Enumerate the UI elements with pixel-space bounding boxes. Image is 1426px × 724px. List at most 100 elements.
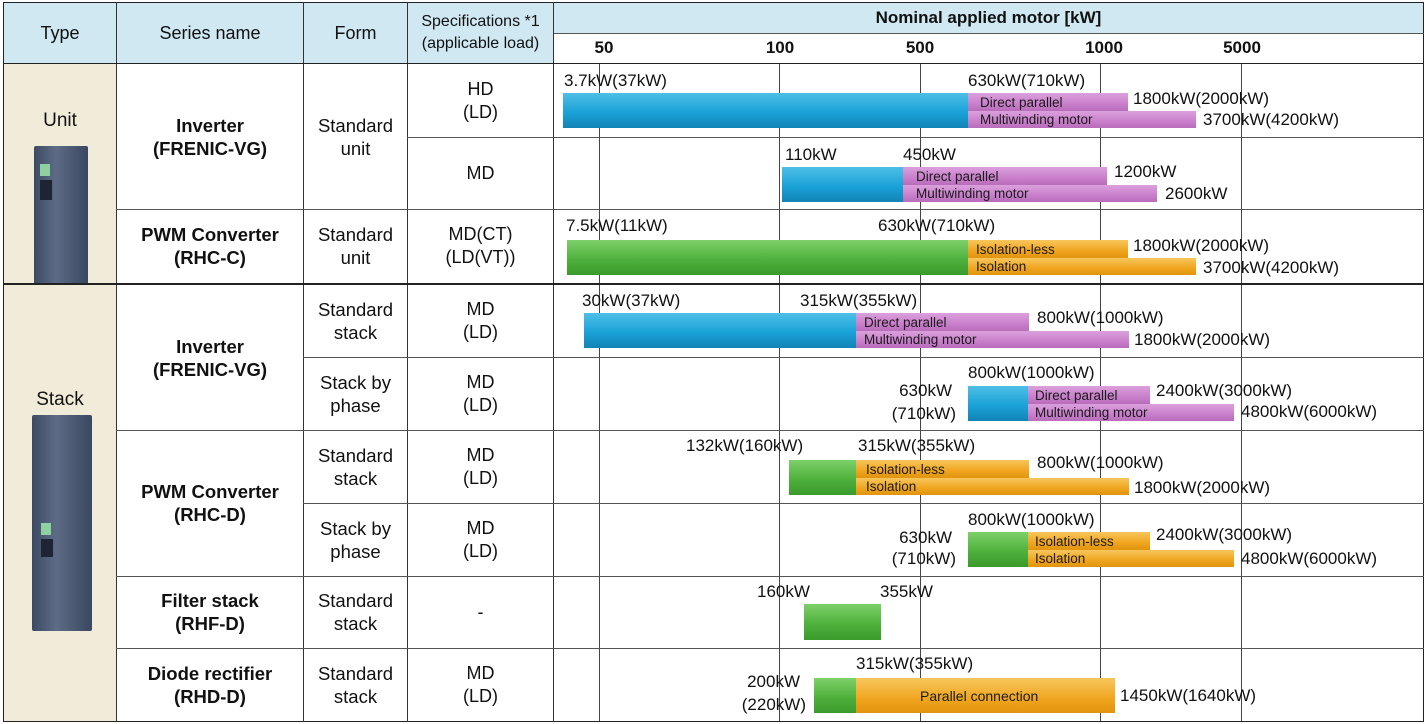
series-line: (RHC-C)	[174, 247, 246, 268]
bar-multiwinding	[968, 111, 1196, 128]
data-label: (710kW)	[891, 549, 956, 568]
axis-gridline	[920, 63, 921, 721]
stack-device-image	[32, 415, 92, 631]
bar-label: Direct parallel	[916, 169, 999, 184]
axis-title-cell: Nominal applied motor [kW]	[554, 3, 1423, 33]
bar-isolation	[968, 258, 1196, 275]
spec-md-ld: MD(LD)	[408, 430, 553, 503]
data-label: 315kW(355kW)	[858, 436, 976, 455]
bar-base-converter	[789, 460, 856, 495]
bar-label: Multiwinding motor	[864, 332, 977, 347]
spec-none: -	[408, 576, 553, 648]
bar-label: Isolation-less	[1035, 534, 1114, 549]
spec-line: (LD)	[463, 322, 498, 342]
form-line: stack	[333, 467, 378, 489]
series-line: PWM Converter	[141, 224, 279, 245]
bar-label: Direct parallel	[1035, 388, 1118, 403]
bar-label: Isolation	[1035, 551, 1086, 566]
series-line: Inverter	[176, 114, 244, 136]
bar-label: Isolation	[866, 479, 917, 494]
form-line: phase	[330, 540, 381, 562]
data-label: (220kW)	[741, 695, 806, 714]
bar-isolation-less	[856, 460, 1029, 478]
header-spec-line2: (applicable load)	[421, 35, 540, 52]
bar-base-inverter	[968, 386, 1028, 421]
form-line: Standard	[317, 224, 394, 245]
row-divider	[116, 648, 1424, 649]
header-type: Type	[4, 3, 116, 63]
series-inverter-vg-stack: Inverter(FRENIC-VG)	[117, 285, 303, 430]
spec-line: (LD)	[463, 101, 498, 122]
device-display	[40, 164, 50, 176]
spec-line: MD	[466, 517, 495, 538]
bar-base-inverter	[584, 313, 856, 348]
row-divider	[116, 430, 1424, 431]
type-stack-label: Stack	[36, 389, 84, 410]
data-label: (710kW)	[891, 404, 956, 423]
series-line: (FRENIC-VG)	[152, 137, 268, 159]
unit-device-image	[34, 146, 88, 294]
form-line: Stack by	[320, 371, 391, 393]
form-line: Standard	[317, 662, 394, 684]
data-label: 132kW(160kW)	[686, 436, 804, 455]
data-label: 630kW(710kW)	[968, 71, 1086, 90]
data-label: 4800kW(6000kW)	[1241, 549, 1378, 568]
data-label: 1800kW(2000kW)	[1134, 330, 1271, 349]
row-divider	[407, 137, 1424, 138]
header-series-name: Series name	[117, 3, 303, 63]
axis-gridline	[1241, 63, 1242, 721]
row-divider	[303, 357, 1424, 358]
spec-hd-ld: HD(LD)	[408, 64, 553, 137]
bar-label: Isolation-less	[866, 462, 945, 477]
row-divider	[116, 209, 1424, 210]
form-line: unit	[340, 247, 371, 268]
header-type-label: Type	[40, 22, 80, 43]
data-label: 1450kW(1640kW)	[1120, 686, 1257, 705]
tick-label: 500	[905, 38, 935, 57]
bar-isolation-less	[1028, 532, 1150, 550]
data-label: 2400kW(3000kW)	[1156, 525, 1293, 544]
data-label: 3700kW(4200kW)	[1203, 110, 1340, 129]
data-label: 630kW	[899, 528, 952, 547]
tick-label: 100	[765, 38, 795, 57]
col-border	[116, 2, 117, 722]
bar-direct-parallel	[968, 93, 1128, 111]
spec-md-ld: MD(LD)	[408, 357, 553, 430]
bar-base-inverter	[782, 167, 903, 202]
bar-label: Isolation	[976, 259, 1027, 274]
bar-label: Multiwinding motor	[980, 112, 1093, 127]
series-line: (RHD-D)	[174, 685, 246, 707]
bar-multiwinding	[856, 331, 1129, 348]
data-label: 2600kW	[1165, 184, 1228, 203]
data-label: 4800kW(6000kW)	[1241, 402, 1378, 421]
bar-isolation	[1028, 550, 1234, 567]
bar-label: Multiwinding motor	[916, 186, 1029, 201]
series-line: (RHF-D)	[175, 613, 245, 634]
axis-gridline	[599, 63, 600, 721]
form-line: Stack by	[320, 517, 391, 539]
form-line: unit	[340, 137, 371, 159]
form-line: Standard	[317, 444, 394, 466]
bar-base-diode	[814, 678, 856, 713]
type-unit-cell: Unit	[4, 64, 116, 294]
table-frame	[3, 2, 1424, 722]
series-line: Diode rectifier	[147, 662, 273, 684]
spec-line: HD	[467, 78, 494, 99]
type-stack-cell: Stack	[4, 285, 116, 721]
bar-direct-parallel	[903, 167, 1107, 185]
spec-md: MD	[408, 137, 553, 209]
data-label: 355kW	[880, 582, 933, 601]
bar-label: Direct parallel	[980, 95, 1063, 110]
data-label: 3.7kW(37kW)	[564, 71, 667, 90]
data-label: 3700kW(4200kW)	[1203, 258, 1340, 277]
form-line: Standard	[317, 590, 394, 611]
series-filter-rhf-d: Filter stack(RHF-D)	[117, 576, 303, 648]
header-form: Form	[304, 3, 407, 63]
series-diode-rhd-d: Diode rectifier(RHD-D)	[117, 648, 303, 721]
spec-line: MD	[466, 444, 495, 465]
